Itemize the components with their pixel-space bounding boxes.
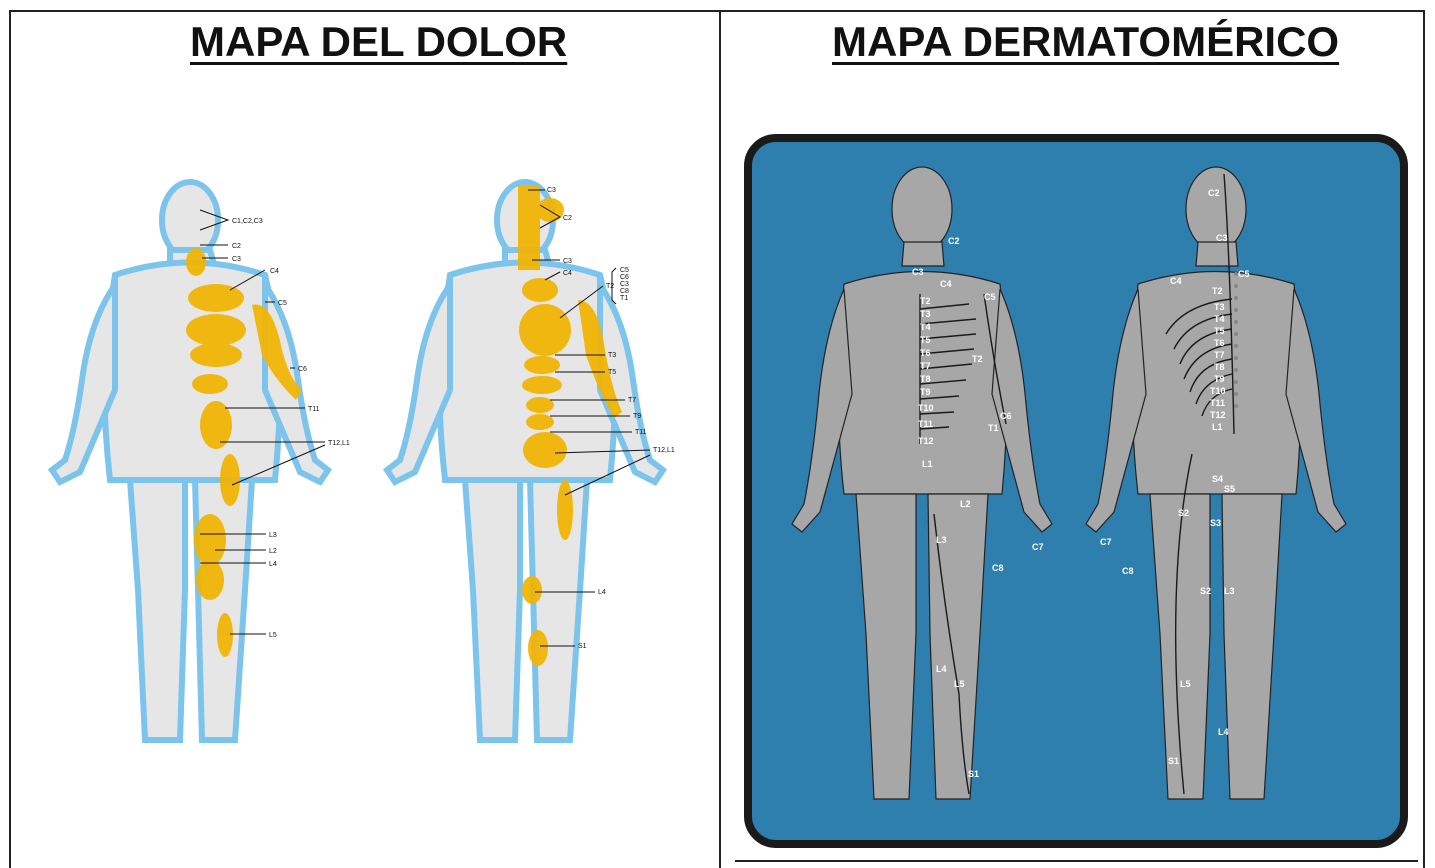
pain-label: C1,C2,C3	[232, 218, 263, 225]
pain-label: T7	[628, 397, 636, 404]
derm-label: T1	[988, 423, 999, 433]
pain-label: T9	[633, 413, 641, 420]
derm-label: L2	[960, 499, 971, 509]
derm-label: C3	[912, 267, 924, 277]
derm-label: C4	[940, 279, 952, 289]
pain-label: C2	[563, 215, 572, 222]
derm-label: T11	[918, 419, 933, 429]
derm-label: S1	[1168, 756, 1179, 766]
derm-label: T3	[920, 309, 931, 319]
derm-label: T10	[918, 403, 934, 413]
derm-label: L5	[1180, 679, 1191, 689]
pain-label: L2	[269, 548, 277, 555]
derm-label: T5	[920, 335, 931, 345]
derm-label: L5	[954, 679, 965, 689]
derm-label: T8	[920, 374, 931, 384]
derm-label: C6	[1000, 411, 1012, 421]
derm-label: T12	[1210, 410, 1226, 420]
derm-label: C2	[1208, 188, 1220, 198]
derm-label: L4	[936, 664, 947, 674]
pain-label: C3	[620, 281, 629, 288]
derm-label: T2	[972, 354, 983, 364]
derm-label: T10	[1210, 386, 1226, 396]
column-divider	[719, 10, 721, 868]
derm-label: C7	[1032, 542, 1044, 552]
derm-label: L3	[936, 535, 947, 545]
pain-label: T5	[608, 369, 616, 376]
derm-label: C2	[948, 236, 960, 246]
pain-label: S1	[578, 643, 587, 650]
derm-label: T3	[1214, 302, 1225, 312]
pain-label: T12,L1	[328, 440, 350, 447]
derm-label: C4	[1170, 276, 1182, 286]
derm-label: S2	[1200, 586, 1211, 596]
pain-label: T3	[608, 352, 616, 359]
pain-label: C6	[620, 274, 629, 281]
pain-label: C8	[620, 288, 629, 295]
pain-label: C6	[298, 366, 307, 373]
derm-label: T5	[1214, 326, 1225, 336]
derm-label: T4	[920, 322, 931, 332]
pain-map-title: MAPA DEL DOLOR	[190, 18, 567, 66]
pain-label: L3	[269, 532, 277, 539]
derm-label: T11	[1210, 398, 1225, 408]
derm-label: T12	[918, 436, 934, 446]
pain-label: L4	[598, 589, 606, 596]
derm-label: T4	[1214, 314, 1225, 324]
derm-label: T9	[1214, 374, 1225, 384]
pain-map-diagram: C1,C2,C3 C2 C3 C4 C5 C6 T11 T12,L1 L3 L2…	[20, 150, 710, 850]
derm-label: C5	[984, 292, 996, 302]
derm-label: C5	[1238, 269, 1250, 279]
derm-label: S1	[968, 769, 979, 779]
pain-label: L4	[269, 561, 277, 568]
pain-label: T2	[606, 283, 614, 290]
pain-label: T11	[308, 406, 320, 413]
derm-label: L3	[1224, 586, 1235, 596]
derm-label: T7	[920, 361, 931, 371]
derm-label: T2	[1212, 286, 1223, 296]
pain-label: C3	[547, 187, 556, 194]
derm-label: T6	[1214, 338, 1225, 348]
derm-label: S4	[1212, 474, 1223, 484]
dermatome-map-diagram: C2 C3 C4 C5 T2 T3 T4 T5 T6 T7 T8 T9 T10 …	[744, 134, 1408, 848]
derm-label: C7	[1100, 537, 1112, 547]
pain-label: T12,L1	[653, 447, 675, 454]
pain-label: C2	[232, 243, 241, 250]
pain-label: C3	[563, 258, 572, 265]
derm-label: L1	[922, 459, 933, 469]
bottom-rule	[735, 860, 1418, 862]
pain-label: T1	[620, 295, 628, 302]
pain-label: C4	[563, 270, 572, 277]
derm-label: T7	[1214, 350, 1225, 360]
pain-label: C5	[278, 300, 287, 307]
derm-label: S2	[1178, 508, 1189, 518]
pain-label: T11	[635, 429, 647, 436]
derm-label: S5	[1224, 484, 1235, 494]
derm-label: T8	[1214, 362, 1225, 372]
derm-label: T9	[920, 387, 931, 397]
pain-label: C5	[620, 267, 629, 274]
derm-label: L4	[1218, 727, 1229, 737]
pain-label: C3	[232, 256, 241, 263]
pain-label: L5	[269, 632, 277, 639]
derm-label: C3	[1216, 233, 1228, 243]
derm-label: L1	[1212, 422, 1223, 432]
derm-label: T6	[920, 348, 931, 358]
derm-label: C8	[1122, 566, 1134, 576]
derm-label: T2	[920, 296, 931, 306]
derm-label: S3	[1210, 518, 1221, 528]
dermatome-map-title: MAPA DERMATOMÉRICO	[832, 18, 1339, 66]
derm-label: C8	[992, 563, 1004, 573]
pain-label: C4	[270, 268, 279, 275]
